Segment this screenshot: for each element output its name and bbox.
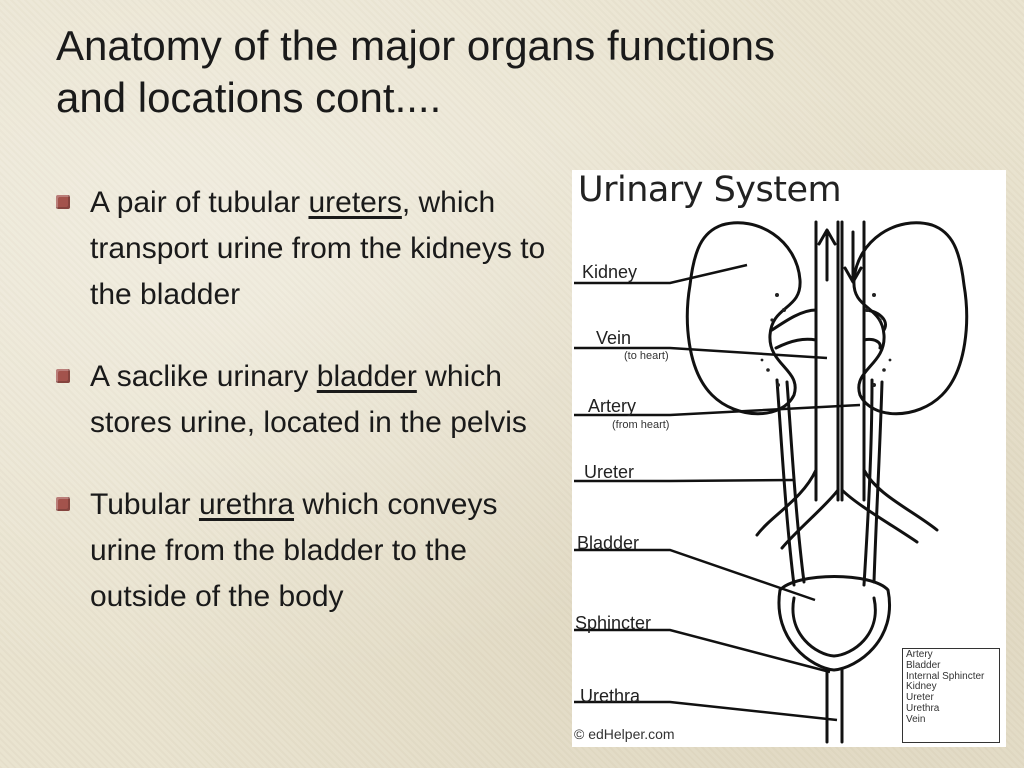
urethra-outline — [825, 668, 844, 744]
bullet-item-ureters: A pair of tubular ureters, which transpo… — [56, 180, 566, 318]
left-renal-vessels — [770, 308, 818, 350]
leader-lines — [574, 263, 861, 722]
kidney-stipple — [760, 293, 892, 387]
bullet-text-pre: A saclike urinary — [90, 360, 317, 393]
bladder-outline — [777, 575, 891, 672]
legend-item: Vein — [906, 713, 926, 725]
label-vein-note: (to heart) — [624, 350, 669, 362]
term-urethra: urethra — [198, 488, 295, 521]
bullet-text-pre: Tubular — [90, 488, 199, 521]
legend-item: Bladder — [906, 659, 941, 671]
bullet-text-pre: A pair of tubular — [90, 186, 309, 219]
urinary-system-drawing — [574, 220, 969, 744]
bullet-list: A pair of tubular ureters, which transpo… — [56, 180, 566, 656]
bullet-square-icon — [56, 369, 70, 383]
slide-title: Anatomy of the major organs functions an… — [56, 20, 936, 124]
bullet-item-bladder: A saclike urinary bladder which stores u… — [56, 354, 566, 446]
slide-title-line-2: and locations cont.... — [56, 74, 442, 121]
aorta-outline — [840, 220, 866, 502]
label-bladder: Bladder — [577, 533, 640, 553]
label-artery: Artery — [588, 396, 637, 416]
legend-item: Ureter — [906, 692, 934, 704]
urinary-system-diagram: Urinary System Kidney Vein (to heart) Ar… — [572, 170, 1006, 747]
bullet-square-icon — [56, 497, 70, 511]
label-vein: Vein — [596, 328, 632, 348]
bullet-text-post: which conveys urine from the bladder to … — [90, 488, 498, 613]
term-ureters: ureters — [308, 186, 402, 219]
right-ureter — [862, 378, 884, 587]
diagram-title: Urinary System — [578, 170, 842, 210]
label-kidney: Kidney — [582, 262, 638, 282]
left-ureter — [775, 378, 806, 587]
bullet-text-post: , which transport urine from the kidneys… — [90, 186, 546, 311]
term-bladder: bladder — [316, 360, 417, 393]
down-arrow — [843, 230, 863, 284]
label-urethra: Urethra — [580, 686, 641, 706]
up-arrow — [817, 228, 837, 282]
label-artery-note: (from heart) — [612, 419, 670, 431]
right-kidney-outline — [852, 221, 969, 416]
bladder-inner — [791, 596, 877, 658]
legend-item: Kidney — [906, 681, 937, 693]
bullet-square-icon — [56, 195, 70, 209]
diagram-legend: Artery Bladder Internal Sphincter Kidney… — [902, 648, 1000, 743]
legend-item: Artery — [906, 649, 933, 660]
bullet-item-urethra: Tubular urethra which conveys urine from… — [56, 482, 566, 620]
legend-item: Urethra — [906, 702, 940, 714]
label-sphincter: Sphincter — [575, 613, 652, 633]
legend-item: Internal Sphincter — [906, 670, 985, 682]
vena-cava-outline — [814, 220, 840, 502]
bullet-text-post: which stores urine, located in the pelvi… — [90, 360, 527, 439]
label-ureter: Ureter — [584, 462, 635, 482]
copyright-text: © edHelper.com — [574, 726, 675, 742]
slide-title-line-1: Anatomy of the major organs functions — [56, 22, 776, 69]
left-kidney-outline — [685, 221, 802, 416]
